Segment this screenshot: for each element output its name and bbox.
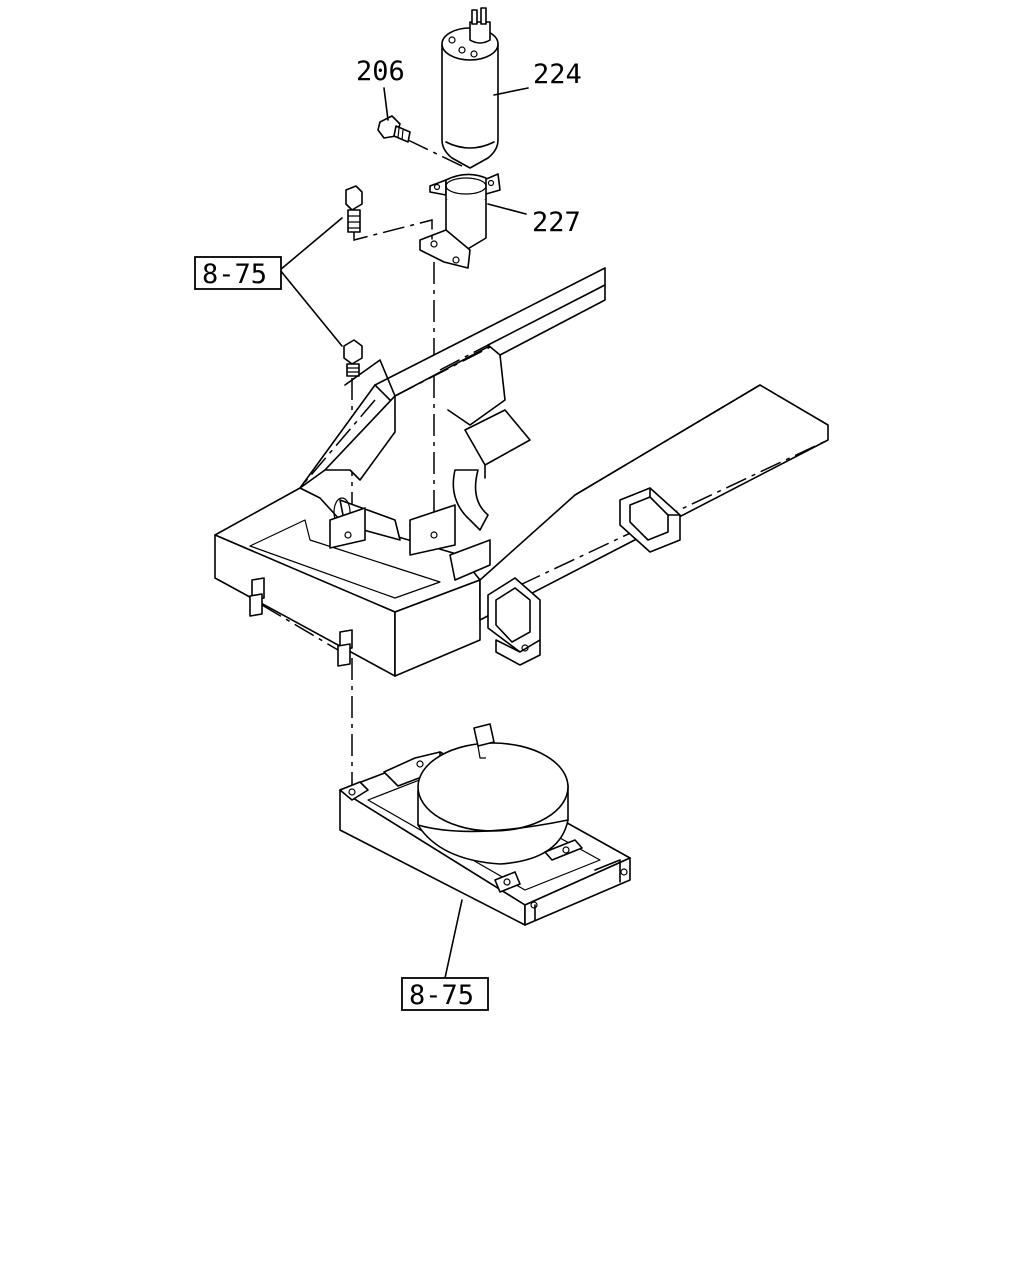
reference-box-top[interactable]: 8-75 xyxy=(194,256,282,290)
callout-224: 224 xyxy=(533,59,582,90)
mounting-bracket-227 xyxy=(419,173,501,269)
bolt-upper xyxy=(345,185,363,233)
evaporator-unit xyxy=(339,723,631,926)
callout-227: 227 xyxy=(532,207,581,238)
reference-label-bottom: 8-75 xyxy=(409,980,474,1011)
leader-lines xyxy=(279,87,529,979)
vehicle-frame xyxy=(214,267,829,677)
reference-label-top: 8-75 xyxy=(202,259,267,290)
receiver-dryer-224 xyxy=(441,7,499,169)
reference-box-bottom[interactable]: 8-75 xyxy=(401,977,489,1011)
callout-206: 206 xyxy=(356,56,405,87)
bolt-lower xyxy=(343,339,363,377)
pressure-switch-206 xyxy=(377,115,411,143)
